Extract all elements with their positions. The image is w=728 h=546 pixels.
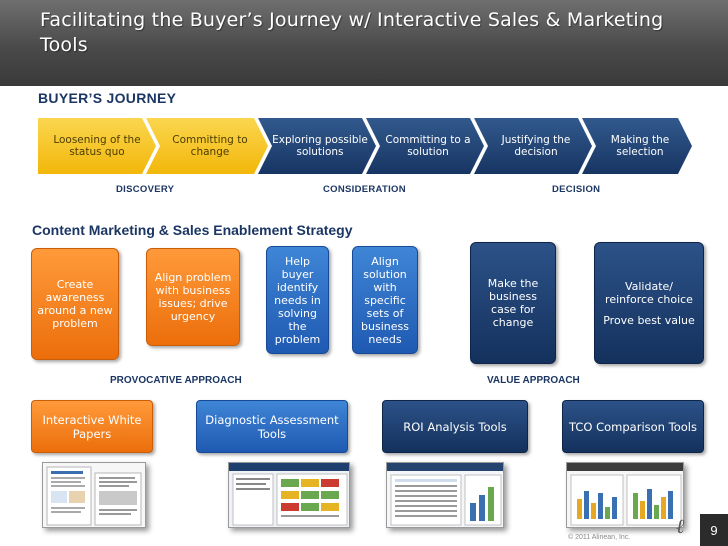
journey-step-label: Loosening of the status quo bbox=[38, 134, 156, 158]
diagnostic-tool-image bbox=[229, 463, 350, 528]
roi-tool-thumbnail bbox=[386, 462, 504, 528]
content-strategy-label: Content Marketing & Sales Enablement Str… bbox=[32, 222, 353, 238]
journey-step-label: Committing to a solution bbox=[366, 134, 484, 158]
tool-diagnostic-assessment: Diagnostic Assessment Tools bbox=[196, 400, 348, 453]
roi-tool-image bbox=[387, 463, 504, 528]
tool-interactive-white-papers: Interactive White Papers bbox=[31, 400, 153, 453]
slide-title: Facilitating the Buyer’s Journey w/ Inte… bbox=[40, 8, 680, 58]
copyright-text: © 2011 Alinean, Inc. bbox=[568, 534, 630, 541]
strategy-box-align-problem: Align problem with business issues; driv… bbox=[146, 248, 240, 346]
strategy-box-align-solution: Align solution with specific sets of bus… bbox=[352, 246, 418, 354]
white-paper-thumbnail bbox=[42, 462, 146, 528]
value-approach-label: VALUE APPROACH bbox=[487, 375, 580, 386]
strategy-box-label: Align problem with business issues; driv… bbox=[147, 271, 239, 323]
tool-tco-comparison: TCO Comparison Tools bbox=[562, 400, 704, 453]
stage-discovery: DISCOVERY bbox=[116, 184, 174, 195]
strategy-box-label: Create awareness around a new problem bbox=[32, 278, 118, 330]
tool-label: Diagnostic Assessment Tools bbox=[197, 413, 347, 441]
journey-step-committing-to-change: Committing to change bbox=[146, 118, 268, 174]
title-bar: Facilitating the Buyer’s Journey w/ Inte… bbox=[0, 0, 728, 86]
tool-label: Interactive White Papers bbox=[32, 413, 152, 441]
journey-step-label: Justifying the decision bbox=[474, 134, 592, 158]
stage-consideration: CONSIDERATION bbox=[323, 184, 406, 195]
journey-step-exploring: Exploring possible solutions bbox=[258, 118, 376, 174]
strategy-box-help-buyer: Help buyer identify needs in solving the… bbox=[266, 246, 329, 354]
tool-label: TCO Comparison Tools bbox=[565, 420, 701, 434]
tool-label: ROI Analysis Tools bbox=[399, 420, 510, 434]
strategy-box-business-case: Make the business case for change bbox=[470, 242, 556, 364]
journey-step-label: Exploring possible solutions bbox=[258, 134, 376, 158]
journey-step-justifying: Justifying the decision bbox=[474, 118, 592, 174]
page-number: 9 bbox=[700, 514, 728, 546]
journey-step-label: Committing to change bbox=[146, 134, 268, 158]
strategy-box-label: Prove best value bbox=[599, 314, 699, 327]
strategy-box-create-awareness: Create awareness around a new problem bbox=[31, 248, 119, 360]
diagnostic-tool-thumbnail bbox=[228, 462, 350, 528]
journey-step-label: Making the selection bbox=[582, 134, 692, 158]
tco-tool-thumbnail bbox=[566, 462, 684, 528]
buyers-journey-label: BUYER’S JOURNEY bbox=[38, 90, 176, 106]
company-logo: ℓ bbox=[676, 514, 684, 539]
provocative-approach-label: PROVOCATIVE APPROACH bbox=[110, 375, 242, 386]
journey-step-committing-to-solution: Committing to a solution bbox=[366, 118, 484, 174]
strategy-box-label: Help buyer identify needs in solving the… bbox=[267, 255, 328, 346]
stage-decision: DECISION bbox=[552, 184, 600, 195]
tool-roi-analysis: ROI Analysis Tools bbox=[382, 400, 528, 453]
tco-tool-image bbox=[567, 463, 684, 528]
journey-step-loosening: Loosening of the status quo bbox=[38, 118, 156, 174]
strategy-box-validate: Validate/ reinforce choice Prove best va… bbox=[594, 242, 704, 364]
journey-step-making-selection: Making the selection bbox=[582, 118, 692, 174]
white-paper-image bbox=[43, 463, 146, 528]
strategy-box-label: Make the business case for change bbox=[471, 277, 555, 329]
strategy-box-label: Validate/ reinforce choice bbox=[595, 280, 703, 306]
strategy-box-label: Align solution with specific sets of bus… bbox=[353, 255, 417, 346]
